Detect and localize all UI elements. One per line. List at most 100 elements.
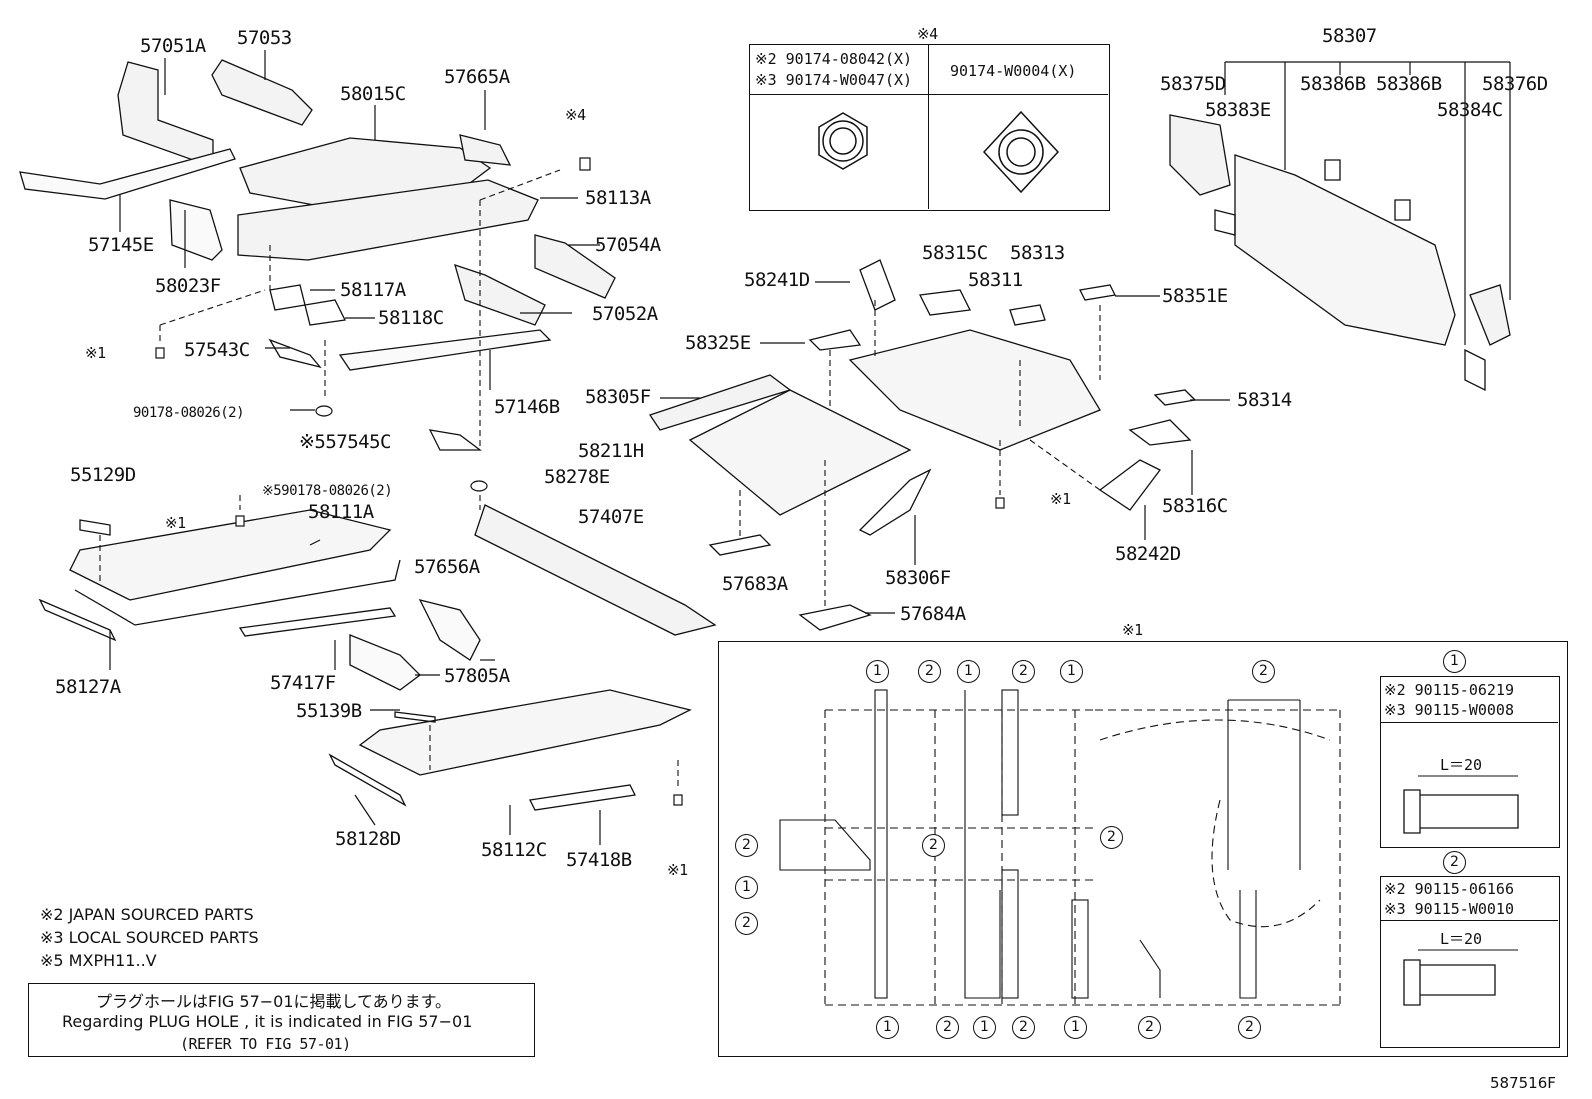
bolt-type-1-marker: 1: [1443, 650, 1466, 673]
part-57684A[interactable]: 57684A: [900, 603, 966, 625]
location-marker-2: 2: [1238, 1016, 1261, 1039]
bolt-type-2-divider: [1380, 920, 1558, 921]
location-marker-2: 2: [1252, 660, 1275, 683]
part-58386B[interactable]: 58386B: [1376, 73, 1442, 95]
location-marker-2: 2: [1100, 826, 1123, 849]
part-58383E[interactable]: 58383E: [1205, 99, 1271, 121]
plug-hole-note-jp: プラグホールはFIG 57−01に掲載してあります。: [96, 992, 451, 1011]
part-58118C[interactable]: 58118C: [378, 307, 444, 329]
location-marker-1: 1: [957, 660, 980, 683]
part-57146B[interactable]: 57146B: [494, 396, 560, 418]
part-58375D[interactable]: 58375D: [1160, 73, 1226, 95]
ref-note-1: ※1: [1050, 490, 1071, 508]
part-90178-08026[interactable]: 90178-08026(2): [133, 405, 245, 421]
part-58241D[interactable]: 58241D: [744, 269, 810, 291]
part-58325E[interactable]: 58325E: [685, 332, 751, 354]
nut-table-divider: [749, 44, 929, 95]
bolt-2-length: L＝20: [1440, 930, 1483, 948]
part-58386B[interactable]: 58386B: [1300, 73, 1366, 95]
part-57145E[interactable]: 57145E: [88, 234, 154, 256]
nut-table-divider: [928, 94, 929, 209]
bolt-type-1-divider: [1380, 722, 1558, 723]
plug-hole-note-en: Regarding PLUG HOLE , it is indicated in…: [62, 1012, 473, 1031]
location-marker-2: 2: [922, 834, 945, 857]
bolt-1-length: L＝20: [1440, 756, 1483, 774]
location-marker-2: 2: [1012, 1016, 1035, 1039]
part-57417F[interactable]: 57417F: [270, 672, 336, 694]
plug-hole-note-box: [28, 983, 535, 1057]
location-marker-2: 2: [1138, 1016, 1161, 1039]
part-58127A[interactable]: 58127A: [55, 676, 121, 698]
part-58117A[interactable]: 58117A: [340, 279, 406, 301]
bolt-1-japan-part[interactable]: ※2 90115-06219: [1384, 681, 1514, 699]
part-57543C[interactable]: 57543C: [184, 339, 250, 361]
part-58128D[interactable]: 58128D: [335, 828, 401, 850]
part-57683A[interactable]: 57683A: [722, 573, 788, 595]
bolt-type-2-box: [1380, 876, 1560, 1048]
part-58242D[interactable]: 58242D: [1115, 543, 1181, 565]
nut-local-part[interactable]: ※3 90174-W0047(X): [755, 71, 913, 89]
refer-to-fig-link[interactable]: (REFER TO FIG 57-01): [180, 1035, 351, 1053]
part-57054A[interactable]: 57054A: [595, 234, 661, 256]
part-58278E[interactable]: 58278E: [544, 466, 610, 488]
part-58015C[interactable]: 58015C: [340, 83, 406, 105]
part-58315C[interactable]: 58315C: [922, 242, 988, 264]
footnote-model: ※5 MXPH11..V: [40, 951, 157, 970]
part-58351E[interactable]: 58351E: [1162, 285, 1228, 307]
part-58316C[interactable]: 58316C: [1162, 495, 1228, 517]
nut-table-divider: [928, 94, 1108, 95]
ref-note-1: ※1: [85, 344, 106, 362]
part-58384C[interactable]: 58384C: [1437, 99, 1503, 121]
part-57053[interactable]: 57053: [237, 27, 292, 49]
location-marker-1: 1: [866, 660, 889, 683]
part-55129D[interactable]: 55129D: [70, 464, 136, 486]
part-57545C[interactable]: ※557545C: [299, 431, 392, 453]
footnote-japan-sourced: ※2 JAPAN SOURCED PARTS: [40, 905, 254, 924]
bolt-type-2-marker: 2: [1443, 851, 1466, 874]
part-58311[interactable]: 58311: [968, 269, 1023, 291]
nut-alt-part[interactable]: 90174-W0004(X): [950, 62, 1077, 80]
bolt-2-local-part[interactable]: ※3 90115-W0010: [1384, 900, 1514, 918]
part-58023F[interactable]: 58023F: [155, 275, 221, 297]
part-57418B[interactable]: 57418B: [566, 849, 632, 871]
nut-japan-part[interactable]: ※2 90174-08042(X): [755, 50, 913, 68]
location-marker-1: 1: [1060, 660, 1083, 683]
bolt-location-panel: [718, 641, 1568, 1057]
location-marker-2: 2: [735, 834, 758, 857]
location-marker-1: 1: [876, 1016, 899, 1039]
part-57665A[interactable]: 57665A: [444, 66, 510, 88]
part-58307[interactable]: 58307: [1322, 25, 1377, 47]
part-57805A[interactable]: 57805A: [444, 665, 510, 687]
location-marker-1: 1: [973, 1016, 996, 1039]
ref-note-4: ※4: [565, 106, 586, 124]
part-57052A[interactable]: 57052A: [592, 303, 658, 325]
ref-note-1: ※1: [165, 514, 186, 532]
ref-note-1: ※1: [667, 861, 688, 879]
part-57051A[interactable]: 57051A: [140, 35, 206, 57]
figure-id: 587516F: [1490, 1074, 1556, 1092]
part-58211H[interactable]: 58211H: [578, 440, 644, 462]
location-marker-2: 2: [1012, 660, 1035, 683]
bolt-2-japan-part[interactable]: ※2 90115-06166: [1384, 880, 1514, 898]
part-58314[interactable]: 58314: [1237, 389, 1292, 411]
part-57656A[interactable]: 57656A: [414, 556, 480, 578]
part-55139B[interactable]: 55139B: [296, 700, 362, 722]
footnote-local-sourced: ※3 LOCAL SOURCED PARTS: [40, 928, 259, 947]
location-marker-2: 2: [936, 1016, 959, 1039]
part-90178-08026-mxph[interactable]: ※590178-08026(2): [262, 483, 393, 499]
location-marker-1: 1: [735, 876, 758, 899]
bolt-type-1-box: [1380, 676, 1560, 848]
part-57407E[interactable]: 57407E: [578, 506, 644, 528]
part-58313[interactable]: 58313: [1010, 242, 1065, 264]
part-58306F[interactable]: 58306F: [885, 567, 951, 589]
location-marker-2: 2: [735, 912, 758, 935]
bolt-1-local-part[interactable]: ※3 90115-W0008: [1384, 701, 1514, 719]
nut-table: [749, 44, 1110, 211]
part-58113A[interactable]: 58113A: [585, 187, 651, 209]
part-58305F[interactable]: 58305F: [585, 386, 651, 408]
part-58376D[interactable]: 58376D: [1482, 73, 1548, 95]
part-58112C[interactable]: 58112C: [481, 839, 547, 861]
bolt-panel-ref: ※1: [1122, 621, 1143, 639]
part-58111A[interactable]: 58111A: [308, 501, 374, 523]
